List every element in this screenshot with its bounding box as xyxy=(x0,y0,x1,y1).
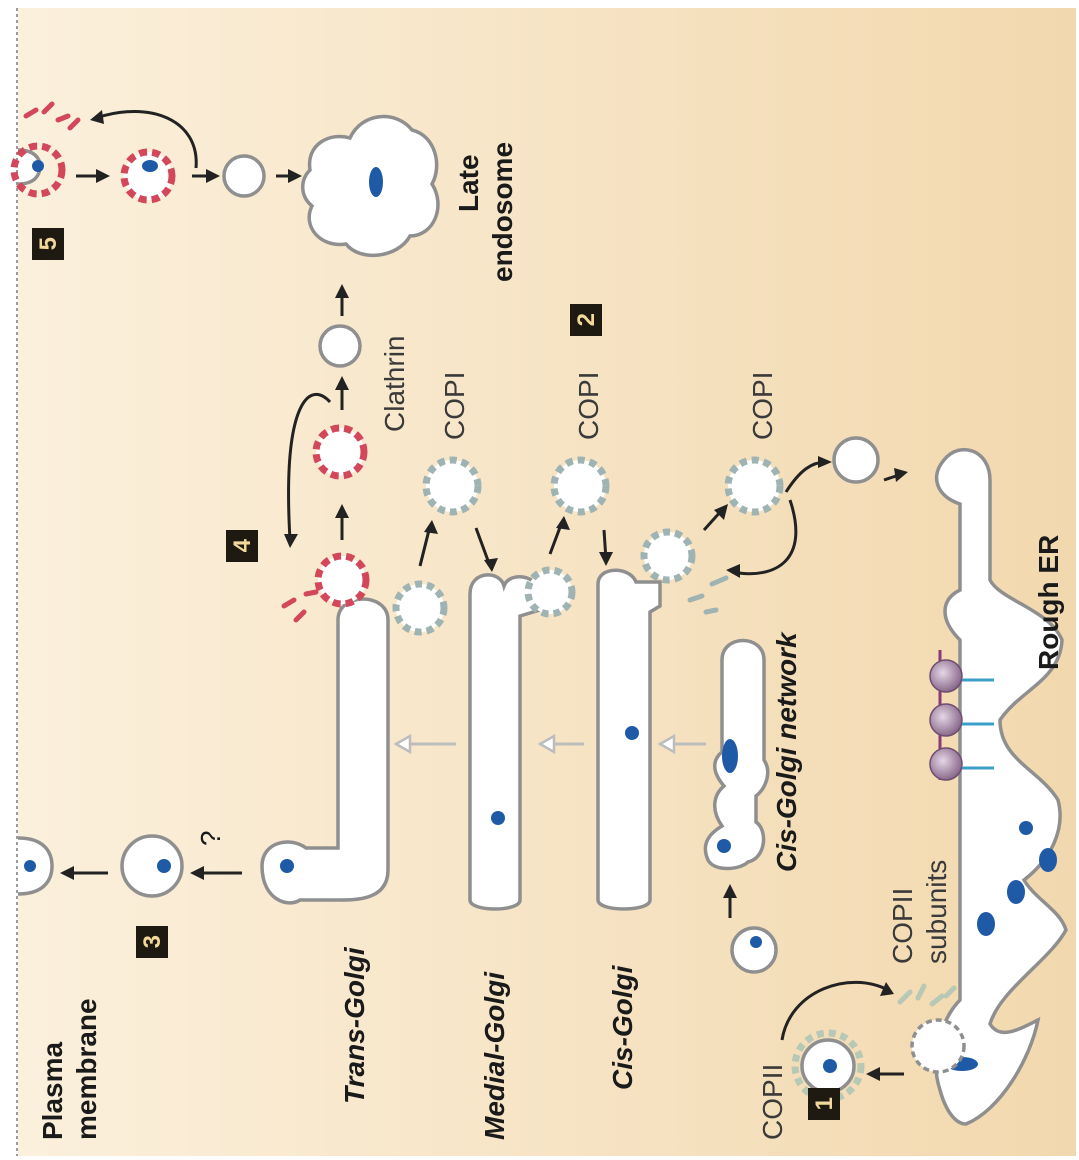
label-copii-subunits-2: subunits xyxy=(921,860,952,964)
step-badge-2: 2 xyxy=(570,304,602,336)
cargo-er-1 xyxy=(1019,821,1033,835)
step-badge-5: 5 xyxy=(32,228,64,260)
cargo-cgn-2 xyxy=(717,839,731,853)
label-trans-golgi: Trans-Golgi xyxy=(339,946,370,1104)
cargo-plasma-top xyxy=(32,160,44,172)
cargo-medial xyxy=(491,811,505,825)
cargo-cgn xyxy=(722,739,738,773)
label-plasma-membrane-2: membrane xyxy=(71,998,102,1140)
label-late-endosome-2: endosome xyxy=(487,142,518,282)
label-cis-golgi: Cis-Golgi xyxy=(607,964,638,1090)
step-badge-4: 4 xyxy=(226,530,258,562)
cargo-trans xyxy=(280,859,294,873)
step-badge-1: 1 xyxy=(808,1088,840,1120)
uncoated-vesicle-er xyxy=(732,928,776,972)
svg-text:1: 1 xyxy=(811,1097,838,1110)
svg-text:4: 4 xyxy=(229,538,256,552)
label-clathrin: Clathrin xyxy=(379,336,410,432)
question-mark: ? xyxy=(195,830,226,846)
svg-text:3: 3 xyxy=(139,935,166,948)
cargo-er-4 xyxy=(977,912,995,936)
cargo-copii xyxy=(823,1059,837,1073)
label-cis-golgi-network: Cis-Golgi network xyxy=(771,631,802,872)
copii-budding-vesicle xyxy=(912,1020,964,1072)
cargo-er-2 xyxy=(1039,848,1057,872)
endosome-uncoated-vesicle xyxy=(224,156,264,196)
label-copii: COPII xyxy=(757,1064,788,1140)
label-plasma-membrane-1: Plasma xyxy=(37,1042,68,1140)
cargo-cis xyxy=(625,726,639,740)
cargo-uncoated xyxy=(750,936,762,948)
step-badge-3: 3 xyxy=(136,926,168,958)
cargo-endosome xyxy=(369,167,383,197)
label-medial-golgi: Medial-Golgi xyxy=(479,971,510,1140)
clathrin-uncoated-vesicle xyxy=(320,326,360,366)
retrograde-vesicle xyxy=(834,438,878,482)
cargo-secretory xyxy=(157,859,171,873)
cargo-clathrin xyxy=(142,160,158,172)
cis-golgi-cisterna xyxy=(598,570,660,909)
cargo-plasma xyxy=(24,860,36,872)
label-copi-cgn: COPI xyxy=(747,372,778,440)
label-copi-medial: COPI xyxy=(439,372,470,440)
label-rough-er: Rough ER xyxy=(1033,535,1064,670)
svg-text:5: 5 xyxy=(35,237,62,250)
cargo-er-3 xyxy=(1007,880,1025,904)
label-copii-subunits-1: COPII xyxy=(887,888,918,964)
label-copi-cis: COPI xyxy=(573,372,604,440)
svg-text:2: 2 xyxy=(573,313,600,326)
label-late-endosome-1: Late xyxy=(453,154,484,212)
secretory-vesicle xyxy=(122,836,182,896)
